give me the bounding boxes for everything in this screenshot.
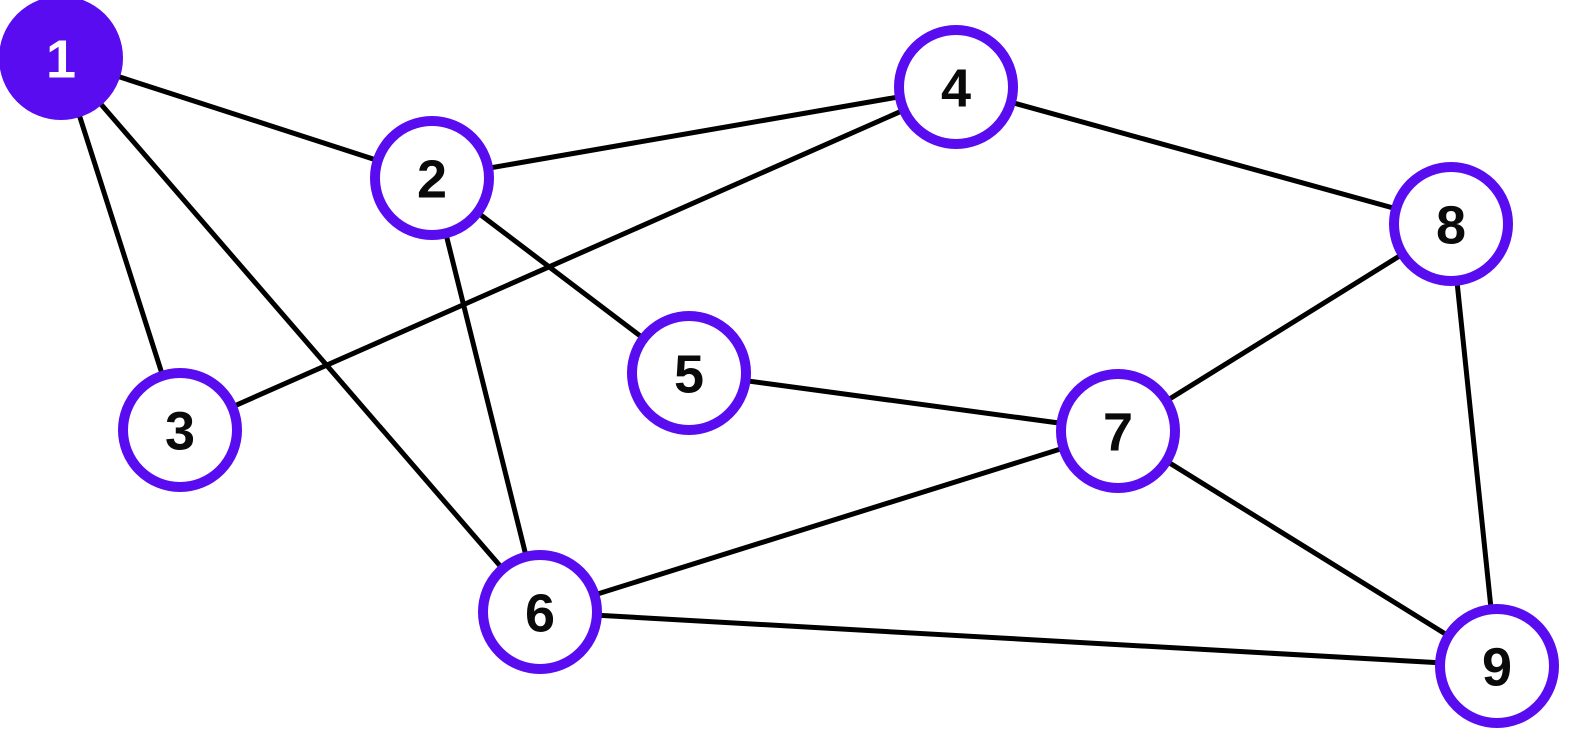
graph-node-6[interactable]: 6 (478, 550, 602, 674)
graph-edge-1-3 (58, 55, 183, 433)
graph-node-circle-1[interactable] (0, 0, 123, 120)
graph-node-2[interactable]: 2 (370, 116, 494, 240)
graph-node-1[interactable]: 1 (0, 0, 123, 120)
graph-edge-7-9 (1115, 428, 1500, 669)
graph-edge-6-7 (537, 428, 1121, 615)
graph-edge-2-6 (429, 175, 543, 615)
graph-edge-8-9 (1448, 221, 1500, 669)
graph-node-circle-2[interactable] (370, 116, 494, 240)
graph-node-circle-4[interactable] (894, 25, 1018, 149)
graph-node-4[interactable]: 4 (894, 25, 1018, 149)
graph-node-5[interactable]: 5 (627, 311, 751, 435)
graph-node-circle-6[interactable] (478, 550, 602, 674)
graph-edge-2-4 (429, 84, 959, 181)
graph-edge-7-8 (1115, 221, 1454, 434)
graph-edge-4-8 (953, 84, 1454, 227)
graph-edge-3-4 (177, 84, 959, 433)
graph-node-7[interactable]: 7 (1056, 369, 1180, 493)
graph-node-9[interactable]: 9 (1435, 604, 1559, 728)
graph-node-circle-5[interactable] (627, 311, 751, 435)
graph-edge-1-2 (58, 55, 435, 181)
graph-edge-1-6 (58, 55, 543, 615)
graph-node-8[interactable]: 8 (1389, 162, 1513, 286)
graph-node-3[interactable]: 3 (118, 368, 242, 492)
graph-node-circle-8[interactable] (1389, 162, 1513, 286)
graph-node-circle-7[interactable] (1056, 369, 1180, 493)
graph-edge-6-9 (537, 609, 1500, 669)
graph-edge-5-7 (686, 370, 1121, 434)
graph-node-circle-9[interactable] (1435, 604, 1559, 728)
graph-node-circle-3[interactable] (118, 368, 242, 492)
